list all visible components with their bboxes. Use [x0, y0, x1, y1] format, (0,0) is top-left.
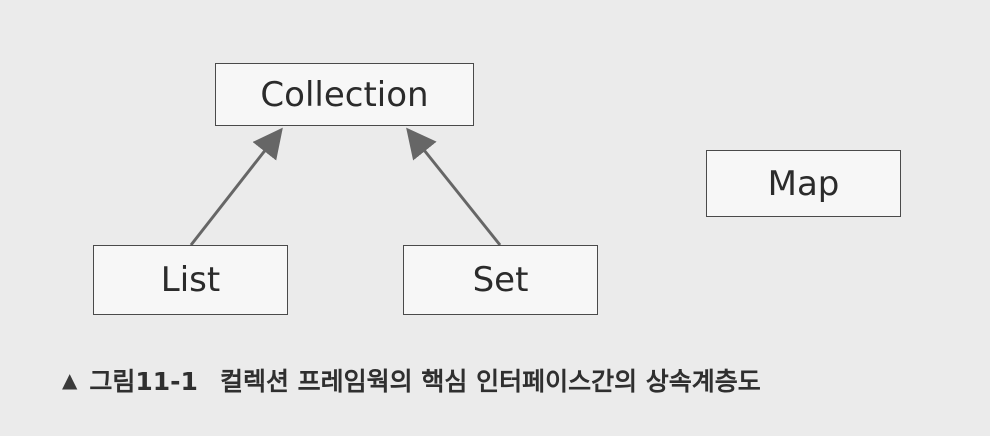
- list-node: List: [93, 245, 288, 315]
- set-node: Set: [403, 245, 598, 315]
- triangle-up-icon: ▲: [62, 368, 78, 392]
- figure-number: 그림11-1: [89, 367, 198, 396]
- edge-set-to-collection: [406, 127, 502, 246]
- list-label: List: [160, 260, 221, 300]
- collection-label: Collection: [260, 74, 429, 115]
- map-label: Map: [767, 163, 840, 204]
- map-node: Map: [706, 150, 901, 217]
- caption-text: 컬렉션 프레임웍의 핵심 인터페이스간의 상속계층도: [219, 367, 761, 396]
- collection-node: Collection: [215, 63, 474, 126]
- figure-caption: ▲ 그림11-1 컬렉션 프레임웍의 핵심 인터페이스간의 상속계층도: [62, 362, 761, 398]
- edge-list-to-collection: [189, 127, 283, 246]
- set-label: Set: [472, 260, 529, 300]
